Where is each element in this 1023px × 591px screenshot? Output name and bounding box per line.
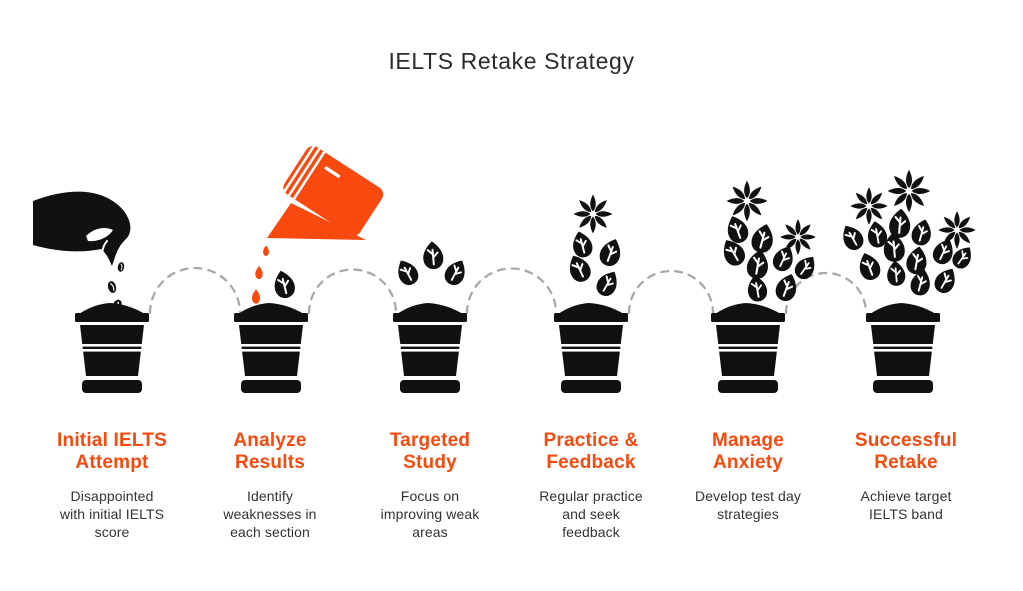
stage-heading-line: Successful <box>854 430 958 451</box>
stage-heading: Successful Retake <box>821 430 991 474</box>
pot-icon <box>866 303 940 393</box>
stage-2-analyze-results: Analyze Results Identify weaknesses in e… <box>185 430 355 541</box>
leaf-icon <box>420 239 446 271</box>
leaf-icon <box>595 234 627 270</box>
stage-6-successful-retake: Successful Retake Achieve target IELTS b… <box>821 430 991 523</box>
stage-description-line: Identify <box>247 488 293 504</box>
leaf-icon <box>744 272 770 304</box>
stage-description-line: Develop test day <box>695 488 801 504</box>
stage-heading-line: Analyze <box>233 430 307 451</box>
leaf-icon <box>790 250 822 284</box>
stage-description-line: feedback <box>562 524 620 540</box>
growing-plant-icon <box>554 194 628 393</box>
stage-3-targeted-study: Targeted Study Focus on improving weak a… <box>345 430 515 541</box>
stage-description-line: Regular practice <box>539 488 643 504</box>
dashed-arc <box>307 268 398 315</box>
pot-icon <box>711 303 785 393</box>
stage-heading-line: Initial IELTS <box>57 430 167 451</box>
stage-description-line: weaknesses in <box>223 506 317 522</box>
dashed-arc <box>465 267 558 315</box>
stage-5-manage-anxiety: Manage Anxiety Develop test day strategi… <box>663 430 833 523</box>
leaf-icon <box>269 267 299 302</box>
stage-description: Focus on improving weak areas <box>345 487 515 541</box>
stage-heading-line: Anxiety <box>712 452 784 473</box>
leaf-icon <box>744 247 772 282</box>
page-title: IELTS Retake Strategy <box>388 48 635 74</box>
dashed-arc <box>627 269 715 315</box>
stage-description-line: strategies <box>717 506 779 522</box>
leaf-icon <box>903 243 931 277</box>
stage-heading-line: Results <box>234 452 306 473</box>
stage-heading-line: Practice & <box>543 430 639 451</box>
stage-heading: Initial IELTS Attempt <box>27 430 197 474</box>
flower-icon <box>850 187 888 225</box>
leaf-icon <box>948 241 978 273</box>
stage-description-line: Focus on <box>400 488 460 504</box>
water-drop-icon <box>251 289 261 304</box>
stage-description-line: Disappointed <box>70 488 154 504</box>
leaf-icon <box>853 248 885 284</box>
stage-description: Develop test day strategies <box>663 487 833 523</box>
stage-description-line: with initial IELTS <box>59 506 165 522</box>
stage-heading-line: Manage <box>712 430 784 451</box>
stage-4-practice-feedback: Practice & Feedback Regular practice and… <box>506 430 676 541</box>
dashed-arc <box>784 271 868 315</box>
stage-heading: Practice & Feedback <box>506 430 676 474</box>
stage-description: Identify weaknesses in each section <box>185 487 355 541</box>
stage-description-line: score <box>94 524 130 540</box>
stage-description-line: Achieve target <box>860 488 952 504</box>
stage-description: Regular practice and seek feedback <box>506 487 676 541</box>
stage-description: Achieve target IELTS band <box>821 487 991 523</box>
seed-icon <box>105 279 119 295</box>
seed-icon <box>116 261 126 273</box>
hand-planting-seeds-icon <box>33 191 149 393</box>
stage-description-line: and seek <box>562 506 620 522</box>
stage-heading: Manage Anxiety <box>663 430 833 474</box>
water-drop-icon <box>255 266 263 280</box>
leaf-icon <box>747 220 778 257</box>
leaf-icon <box>768 241 800 276</box>
leaf-icon <box>391 255 423 290</box>
stage-description-line: each section <box>230 524 310 540</box>
stage-heading-line: Targeted <box>389 430 471 451</box>
stage-heading-line: Feedback <box>546 452 636 473</box>
stage-heading: Analyze Results <box>185 430 355 474</box>
full-bloom-plant-icon <box>836 169 978 393</box>
stage-description: Disappointed with initial IELTS score <box>27 487 197 541</box>
flower-icon <box>887 169 931 213</box>
pot-icon <box>234 303 308 393</box>
leaf-icon <box>908 216 936 249</box>
stage-heading-line: Retake <box>874 452 938 473</box>
dashed-arc <box>148 266 242 315</box>
stage-description-line: improving weak <box>380 506 480 522</box>
pot-icon <box>393 303 467 393</box>
leaf-icon <box>930 263 962 298</box>
leaf-icon <box>884 259 908 288</box>
stage-1-initial-ielts-attempt: Initial IELTS Attempt Disappointed with … <box>27 430 197 541</box>
stage-heading-line: Study <box>403 452 457 473</box>
growth-journey-illustration <box>33 144 978 393</box>
flower-icon <box>726 180 768 222</box>
sprouting-leaves-icon <box>391 239 472 393</box>
stage-description-line: IELTS band <box>869 506 943 522</box>
stage-description-line: areas <box>412 524 448 540</box>
flower-icon <box>573 194 613 234</box>
stage-heading: Targeted Study <box>345 430 515 474</box>
blooming-plant-icon <box>711 180 822 393</box>
leaf-icon <box>592 266 624 301</box>
pot-icon <box>75 303 149 393</box>
leaf-icon <box>836 220 868 255</box>
leaf-icon <box>568 228 596 261</box>
leaf-icon <box>440 255 472 290</box>
pot-icon <box>554 303 628 393</box>
stage-heading-line: Attempt <box>75 452 149 473</box>
watering-can-icon <box>234 144 384 393</box>
water-drop-icon <box>263 245 269 256</box>
